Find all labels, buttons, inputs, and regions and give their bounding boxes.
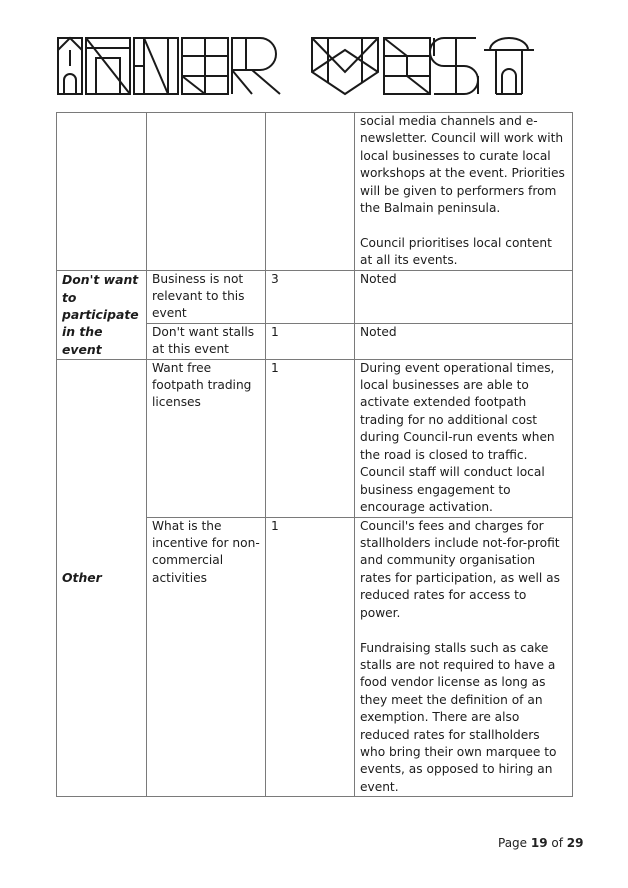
logo-letter-n2: [133, 37, 179, 95]
response-cell: Noted: [354, 322, 573, 360]
total-pages: 29: [566, 836, 584, 850]
logo-letter-e1: [181, 37, 229, 95]
category-cell: Don't want to participate in the event: [56, 269, 147, 360]
category-cell: Other: [56, 358, 147, 798]
count-cell: 1: [265, 322, 355, 360]
issue-cell: [146, 112, 266, 271]
current-page: 19: [530, 836, 548, 850]
table-row: Other Want free footpath trading license…: [56, 358, 573, 798]
logo-letter-s: [429, 37, 479, 95]
table-row: Don't want stalls at this event 1 Noted: [57, 322, 573, 360]
count-cell: 1: [265, 358, 355, 518]
response-cell: Council's fees and charges for stallhold…: [354, 516, 573, 798]
consultation-table: social media channels and e-newsletter. …: [56, 112, 573, 798]
response-paragraph: During event operational times, local bu…: [360, 360, 555, 514]
issue-cell: Business is not relevant to this event: [146, 269, 266, 324]
response-paragraph: Council's fees and charges for stallhold…: [360, 518, 560, 620]
logo-letter-n1: [85, 37, 131, 95]
response-cell: Noted: [354, 269, 573, 324]
issue-cell: Don't want stalls at this event: [146, 322, 266, 360]
issue-cell: Want free footpath trading licenses: [146, 358, 266, 518]
count-cell: 1: [265, 516, 355, 798]
logo-letter-w: [311, 37, 379, 96]
logo-letter-t: [484, 37, 534, 95]
table-row: social media channels and e-newsletter. …: [56, 112, 573, 271]
response-paragraph: Noted: [360, 324, 397, 339]
response-paragraph: Fundraising stalls such as cake stalls a…: [360, 640, 557, 794]
response-paragraph: Noted: [360, 271, 397, 286]
response-paragraph: Council prioritises local content at all…: [360, 235, 552, 268]
category-cell: [56, 112, 147, 271]
page-number: Page 19 of 29: [498, 836, 584, 850]
count-cell: 3: [265, 269, 355, 324]
logo-letter-e2: [383, 37, 431, 95]
logo-letter-r: [231, 37, 281, 95]
logo-letter-i: [57, 36, 83, 95]
table-row: What is the incentive for non-commercial…: [57, 516, 573, 798]
response-cell: During event operational times, local bu…: [354, 358, 573, 518]
response-cell: social media channels and e-newsletter. …: [354, 112, 573, 271]
inner-west-logo: [57, 36, 534, 96]
count-cell: [265, 112, 355, 271]
response-paragraph: social media channels and e-newsletter. …: [360, 114, 565, 216]
table-row: Don't want to participate in the event B…: [56, 269, 573, 360]
issue-cell: What is the incentive for non-commercial…: [146, 516, 266, 798]
